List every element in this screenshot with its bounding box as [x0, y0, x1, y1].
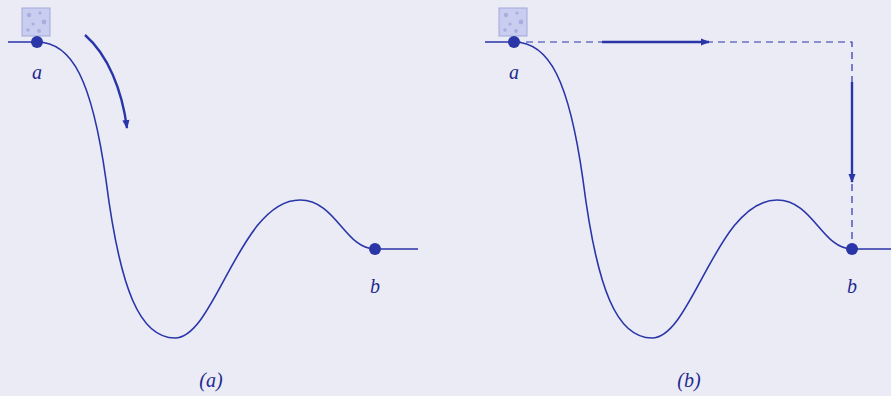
motion-arrow — [602, 41, 709, 43]
motion-arrow — [851, 82, 853, 182]
point-dot — [508, 36, 520, 48]
point-label: b — [847, 276, 857, 296]
motion-arrow — [85, 35, 127, 128]
panel-a — [8, 8, 418, 338]
panel-label: (b) — [677, 370, 700, 390]
track — [8, 42, 418, 338]
point-label: b — [370, 276, 380, 296]
block — [499, 8, 527, 36]
point-dot — [846, 243, 858, 255]
block — [22, 8, 50, 36]
point-label: a — [509, 62, 519, 82]
panel-b — [485, 8, 891, 338]
dashed-path — [514, 42, 852, 249]
point-label: a — [32, 62, 42, 82]
panel-label: (a) — [199, 370, 222, 390]
point-dot — [31, 36, 43, 48]
track — [485, 42, 891, 338]
point-dot — [369, 243, 381, 255]
